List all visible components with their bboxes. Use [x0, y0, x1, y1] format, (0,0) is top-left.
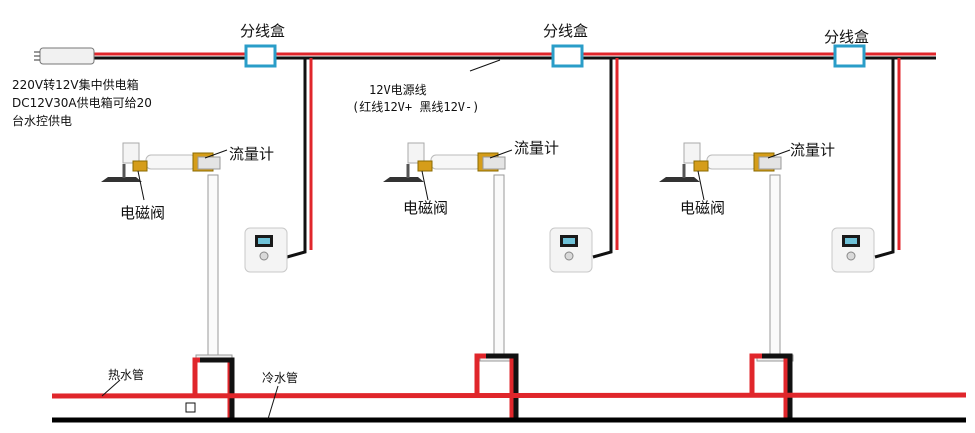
power-supply-box	[34, 47, 95, 65]
flow-meter-leader-2	[489, 149, 513, 159]
junction-box-label-3: 分线盒	[824, 28, 870, 46]
pipe-connection-2	[474, 353, 519, 422]
drop-wire-2	[592, 58, 619, 259]
supply-box-text-1: 220V转12V集中供电箱	[12, 78, 139, 92]
solenoid-valve-label-3: 电磁阀	[680, 199, 726, 217]
power-line-label-2: (红线12V+ 黑线12V-)	[352, 100, 480, 114]
junction-box-2	[551, 44, 584, 68]
hot-pipe-label: 热水管	[108, 368, 145, 382]
drop-wire-3	[874, 58, 901, 259]
junction-box-3	[833, 44, 866, 68]
water-pipe-riser-1	[195, 174, 233, 362]
faucet-assembly-1	[101, 142, 221, 182]
flow-meter-label-1: 流量计	[229, 145, 275, 163]
cold-pipe-label: 冷水管	[262, 371, 299, 385]
flow-meter-label-3: 流量计	[790, 141, 836, 159]
pipe-connection-3	[749, 353, 793, 422]
faucet-assembly-3	[659, 142, 782, 182]
cold-pipe-leader	[267, 385, 279, 420]
power-line-label-1: 12V电源线	[369, 83, 427, 97]
pipe-connection-1	[192, 357, 235, 422]
solenoid-valve-label-1: 电磁阀	[120, 204, 166, 222]
controller-3	[831, 227, 875, 273]
junction-box-1	[244, 44, 277, 68]
supply-box-text-2: DC12V30A供电箱可给20	[12, 96, 152, 110]
water-pipe-riser-2	[479, 174, 517, 362]
main-power-bus	[94, 52, 936, 60]
controller-2	[549, 227, 593, 273]
solenoid-valve-label-2: 电磁阀	[403, 199, 449, 217]
junction-box-label-2: 分线盒	[543, 22, 589, 40]
hot-water-pipe	[51, 392, 967, 399]
solenoid-valve-leader-1	[137, 170, 145, 201]
power-line-leader	[469, 59, 501, 72]
solenoid-valve-leader-2	[421, 170, 429, 201]
water-pipe-riser-3	[756, 174, 794, 362]
controller-1	[244, 227, 288, 273]
flow-meter-label-2: 流量计	[514, 139, 560, 157]
supply-box-text-3: 台水控供电	[12, 114, 73, 128]
drop-wire-1	[286, 58, 313, 259]
flow-meter-leader-1	[204, 149, 228, 159]
solenoid-valve-leader-3	[697, 170, 705, 201]
flow-meter-leader-3	[767, 149, 791, 159]
junction-box-label-1: 分线盒	[240, 22, 286, 40]
faucet-assembly-2	[383, 142, 506, 182]
hot-pipe-leader	[101, 379, 121, 397]
small-square-marker	[185, 402, 196, 413]
